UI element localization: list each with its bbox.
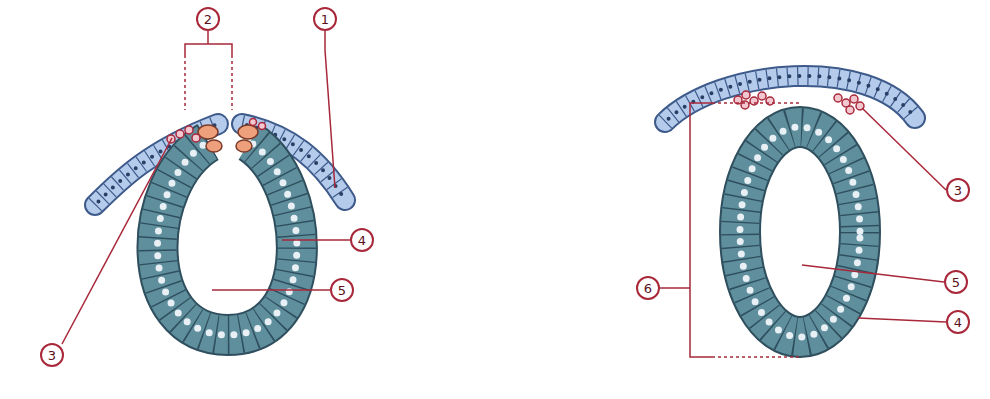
callout-circle: 2: [196, 7, 220, 31]
crest-cells: [167, 119, 266, 144]
callout-number: 1: [321, 13, 329, 26]
callout-circle: 4: [946, 310, 970, 334]
neural-tube: [740, 127, 860, 337]
neural-tube-nuclei: [740, 127, 860, 337]
neural-plate: [157, 142, 296, 335]
neural-tube: [740, 127, 860, 337]
callout-circle: 5: [944, 270, 968, 294]
neural-plate: [157, 142, 296, 335]
callout-number: 3: [48, 349, 56, 362]
callout-circle: 4: [350, 228, 374, 252]
left-stage: [95, 119, 345, 336]
callout-circle: 6: [636, 276, 660, 300]
callout-number: 4: [358, 234, 366, 247]
right-stage: [665, 76, 915, 337]
callout-number: 6: [644, 282, 652, 295]
neural-crest: [238, 125, 258, 139]
callout-number: 5: [338, 284, 346, 297]
neural-crest: [236, 140, 252, 152]
callout-number: 4: [954, 316, 962, 329]
callout-circle: 1: [313, 7, 337, 31]
neural-plate-cells: [157, 142, 296, 335]
callout-number: 5: [952, 276, 960, 289]
neural-plate-nuclei: [157, 142, 296, 335]
callout-number: 2: [204, 13, 212, 26]
callout-circle: 5: [330, 278, 354, 302]
neural-crest: [198, 125, 218, 139]
leader-lines: [62, 31, 946, 357]
callout-circle: 3: [946, 178, 970, 202]
neural-crest: [206, 140, 222, 152]
callout-number: 3: [954, 184, 962, 197]
callout-circle: 3: [40, 343, 64, 367]
neural-tube-cells: [740, 127, 860, 337]
